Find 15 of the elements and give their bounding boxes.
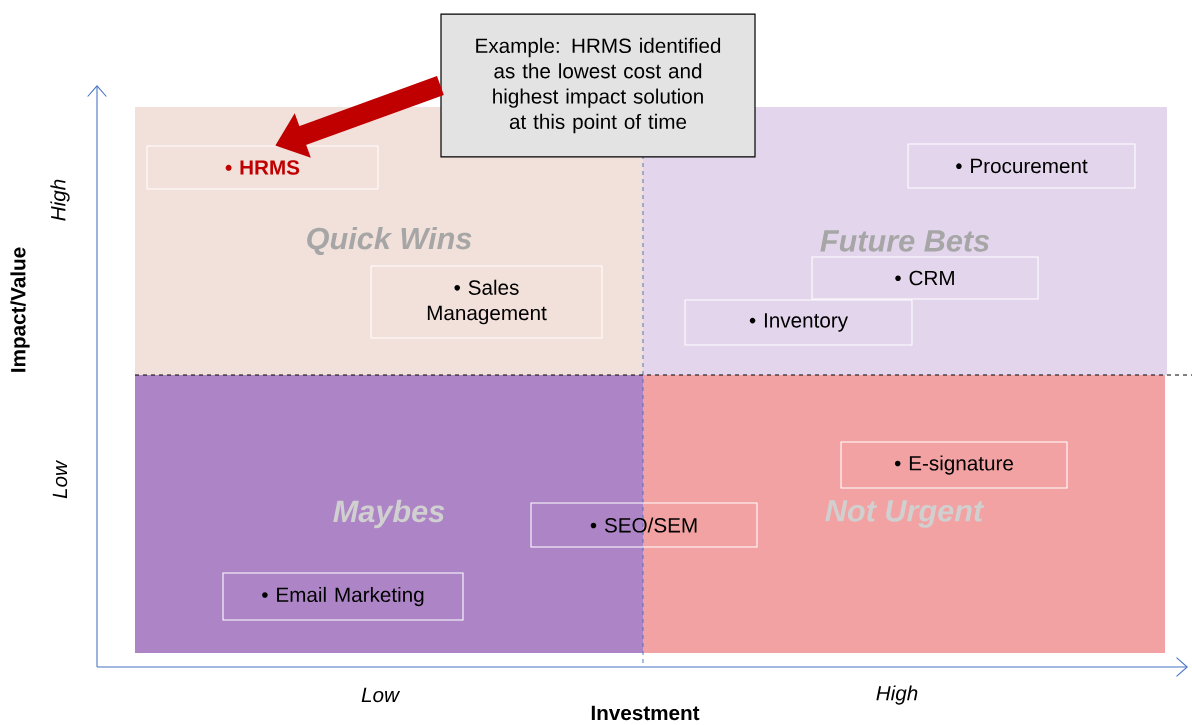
axis-label: High — [876, 685, 918, 705]
callout-box: Example: HRMS identified as the lowest cost and highest impact solution at this point of time — [440, 13, 756, 158]
axis-label: High — [50, 179, 70, 221]
item-box: • SEO/SEM — [530, 502, 758, 548]
item-box: • Inventory — [684, 299, 913, 346]
axis-label: Low — [361, 687, 401, 703]
axis-label: Low — [52, 459, 68, 499]
axis-title: Impact/Value — [10, 247, 30, 372]
item-box: • CRM — [811, 256, 1039, 300]
item-box: • E-signature — [840, 441, 1068, 489]
item-box: • Sales Management — [370, 265, 603, 339]
item-box: • HRMS — [146, 145, 379, 190]
item-box: • Procurement — [907, 143, 1136, 189]
item-box: • Email Marketing — [222, 572, 464, 621]
axis-title: Investment — [591, 705, 700, 721]
